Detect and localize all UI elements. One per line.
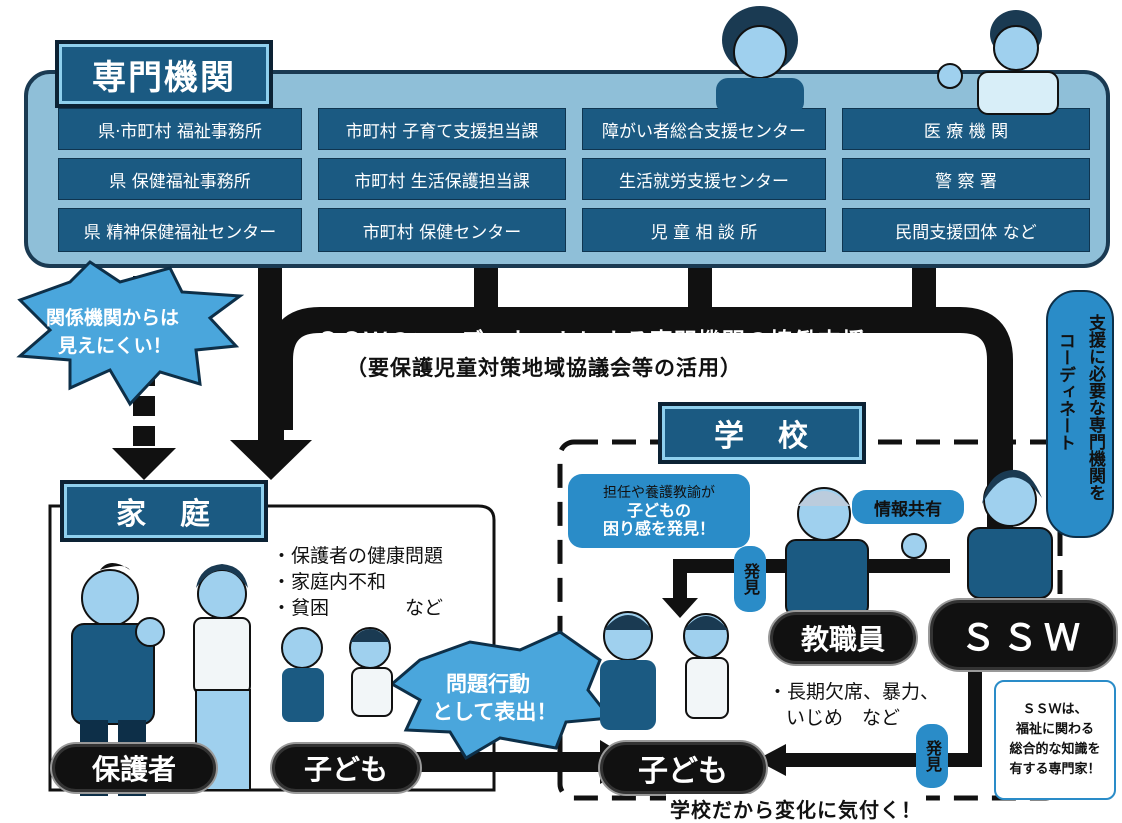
school-footer: 学校だから変化に気付く！ <box>666 794 926 823</box>
connector-drop <box>912 268 936 318</box>
burst-line2: 見えにくい！ <box>58 335 172 357</box>
connector-drop <box>688 268 712 318</box>
coordinate-bubble-col1: 支援に必要な専門機関を <box>1085 314 1105 501</box>
ssw-note-line1: ＳＳＷは、 <box>1022 702 1088 717</box>
institution-cell: 市町村 保健センター <box>318 208 566 252</box>
guardian-label: 保護者 <box>52 744 216 792</box>
ssw-label: ＳＳＷ <box>930 600 1116 670</box>
institution-cell: 生活就労支援センター <box>582 158 826 200</box>
info-share-label: 情報共有 <box>852 490 964 524</box>
problem-line1: 問題行動 <box>446 672 530 696</box>
family-issue: ・貧困 など <box>272 597 444 619</box>
connector-drop <box>474 268 498 318</box>
arrow-to-family-shaft <box>258 338 284 448</box>
staff-label: 教職員 <box>770 612 916 664</box>
arrow-to-family-head <box>230 440 312 480</box>
warning-burst <box>16 260 245 407</box>
institution-cell: 障がい者総合支援センター <box>582 108 826 150</box>
family-title: 家 庭 <box>60 480 268 542</box>
connector-drop <box>258 268 282 338</box>
school-title: 学 校 <box>658 402 866 464</box>
panel-title: 専門機関 <box>55 40 273 108</box>
institution-cell: 警 察 署 <box>842 158 1090 200</box>
ssw-note-line4: 有する専門家！ <box>1009 762 1101 777</box>
discover-label-ssw: 発見 <box>916 724 948 788</box>
ssw-note-line3: 総合的な知識を <box>1009 742 1101 757</box>
ssw-discover-line <box>780 660 982 767</box>
institution-cell: 児 童 相 談 所 <box>582 208 826 252</box>
ssw-note-line2: 福祉に関わる <box>1015 722 1094 737</box>
dash-segment <box>133 426 155 446</box>
problem-burst <box>389 630 613 761</box>
ssw-discover-head <box>756 744 786 776</box>
discovery-note-line2: 子どもの <box>626 501 691 520</box>
institution-cell: 県 保健福祉事務所 <box>58 158 302 200</box>
discovery-note-line3: 困り感を発見！ <box>602 519 715 538</box>
coordinate-bubble: 支援に必要な専門機関を コーディネート <box>1046 290 1114 538</box>
family-issue: ・保護者の健康問題 <box>272 545 444 567</box>
institution-cell: 市町村 生活保護担当課 <box>318 158 566 200</box>
coordinate-bubble-col2: コーディネート <box>1055 332 1075 451</box>
child-school-label: 子ども <box>600 742 766 794</box>
arrow-home-school-shaft <box>410 752 600 772</box>
ssw-note: ＳＳＷは、 福祉に関わる 総合的な知識を 有する専門家！ <box>994 680 1116 800</box>
institution-cell: 市町村 子育て支援担当課 <box>318 108 566 150</box>
child-home-label: 子ども <box>272 744 420 792</box>
coordination-subtitle: （要保護児童対策地域協議会等の活用） <box>346 356 742 380</box>
school-issue-line2: いじめ など <box>786 707 901 729</box>
institution-cell: 県·市町村 福祉事務所 <box>58 108 302 150</box>
dashed-arrow-head <box>112 448 176 480</box>
school-issue-line1: ・長期欠席、暴力、 <box>768 681 940 703</box>
problem-line2: として表出！ <box>432 700 558 724</box>
discover-label-staff: 発見 <box>734 546 766 612</box>
discovery-note: 担任や養護教諭が 子どもの 困り感を発見！ <box>568 474 750 548</box>
family-issue: ・家庭内不和 <box>272 571 387 593</box>
institution-cell: 医 療 機 関 <box>842 108 1090 150</box>
institution-cell: 県 精神保健福祉センター <box>58 208 302 252</box>
coordination-title: ＳＳＷのコーディネートによる専門機関の協働支援 <box>316 329 866 355</box>
discovery-note-line1: 担任や養護教諭が <box>603 485 715 501</box>
burst-line1: 関係機関からは <box>46 307 180 329</box>
dash-segment <box>133 396 155 416</box>
staff-discover-head <box>662 598 698 618</box>
staff-discover-line <box>673 559 950 600</box>
institution-cell: 民間支援団体 など <box>842 208 1090 252</box>
